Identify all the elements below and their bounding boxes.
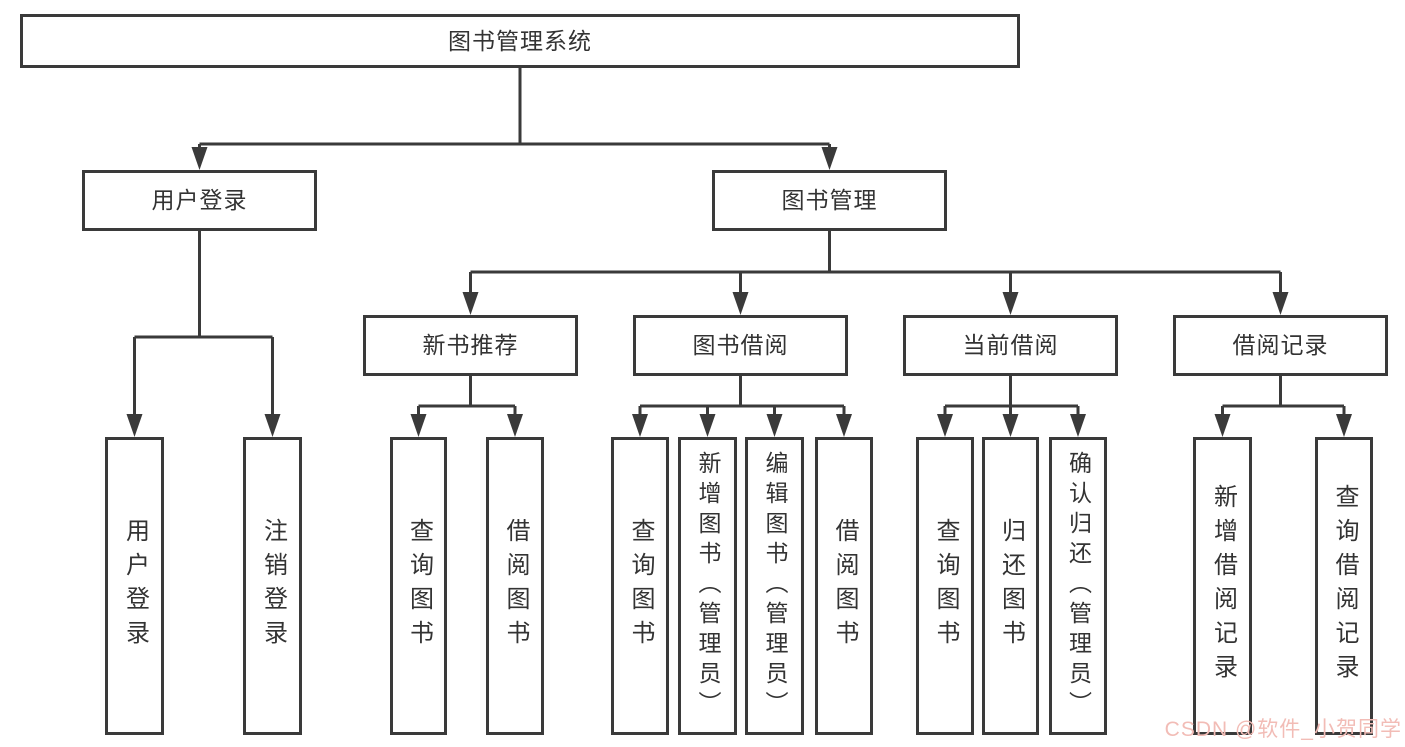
node-label: 归还图书	[997, 518, 1025, 654]
node-label: 新增图书（管理员）	[695, 451, 721, 721]
arrowhead-down-icon	[1214, 414, 1231, 437]
node-label: 注销登录	[259, 518, 287, 654]
node-label: 图书管理	[781, 187, 878, 213]
node-label: 查询图书	[405, 518, 433, 654]
leaf-logout-login: 注销登录	[243, 437, 302, 735]
arrowhead-down-icon	[507, 414, 523, 437]
leaf-add-books-admin: 新增图书（管理员）	[678, 437, 737, 735]
node-book-borrowing: 图书借阅	[633, 315, 848, 376]
arrowhead-down-icon	[1070, 414, 1086, 437]
node-new-book-recommendation: 新书推荐	[363, 315, 578, 376]
arrowhead-down-icon	[1272, 292, 1289, 315]
arrowhead-down-icon	[1002, 292, 1019, 315]
node-label: 查询图书	[627, 518, 654, 654]
arrowhead-down-icon	[732, 292, 749, 315]
connector-group	[1214, 376, 1352, 437]
node-book-management: 图书管理	[712, 170, 947, 231]
node-label: 借阅记录	[1232, 332, 1329, 358]
leaf-user-login: 用户登录	[105, 437, 164, 735]
leaf-query-books-borrowing: 查询图书	[611, 437, 669, 735]
node-label: 当前借阅	[962, 332, 1059, 358]
node-label: 查询借阅记录	[1331, 484, 1358, 688]
node-label: 用户登录	[151, 187, 248, 213]
arrowhead-down-icon	[1336, 414, 1352, 437]
connector-group	[632, 376, 852, 437]
leaf-confirm-return-admin: 确认归还（管理员）	[1049, 437, 1107, 735]
connector-group	[126, 231, 281, 437]
connector-group	[410, 376, 523, 437]
node-borrowing-records: 借阅记录	[1173, 315, 1388, 376]
node-label: 图书管理系统	[448, 27, 592, 54]
arrowhead-down-icon	[410, 414, 427, 437]
leaf-query-borrow-record: 查询借阅记录	[1315, 437, 1373, 735]
node-label: 确认归还（管理员）	[1065, 451, 1092, 721]
node-current-borrowing: 当前借阅	[903, 315, 1118, 376]
leaf-return-books: 归还图书	[982, 437, 1039, 735]
leaf-add-borrow-record: 新增借阅记录	[1193, 437, 1252, 735]
connector-group	[191, 68, 838, 170]
arrowhead-down-icon	[126, 414, 143, 437]
arrowhead-down-icon	[821, 147, 838, 170]
arrowhead-down-icon	[1002, 414, 1019, 437]
node-label: 新书推荐	[422, 332, 519, 358]
arrowhead-down-icon	[632, 414, 648, 437]
node-label: 用户登录	[121, 518, 149, 654]
node-root: 图书管理系统	[20, 14, 1020, 68]
node-label: 图书借阅	[692, 332, 789, 358]
csdn-watermark: CSDN @软件_小贺同学	[1164, 718, 1402, 741]
leaf-query-books-current: 查询图书	[916, 437, 974, 735]
leaf-edit-books-admin: 编辑图书（管理员）	[745, 437, 804, 735]
connector-group	[937, 376, 1086, 437]
node-label: 编辑图书（管理员）	[762, 451, 788, 721]
arrowhead-down-icon	[937, 414, 953, 437]
arrowhead-down-icon	[699, 414, 716, 437]
leaf-borrow-books-borrowing: 借阅图书	[815, 437, 873, 735]
node-label: 新增借阅记录	[1209, 484, 1237, 688]
node-label: 借阅图书	[502, 518, 529, 654]
arrowhead-down-icon	[264, 414, 281, 437]
arrowhead-down-icon	[191, 147, 208, 170]
connector-group	[462, 231, 1289, 315]
node-user-login: 用户登录	[82, 170, 317, 231]
arrowhead-down-icon	[766, 414, 783, 437]
leaf-borrow-books-recommend: 借阅图书	[486, 437, 544, 735]
arrowhead-down-icon	[462, 292, 479, 315]
leaf-query-books-recommend: 查询图书	[390, 437, 447, 735]
node-label: 借阅图书	[831, 518, 858, 654]
arrowhead-down-icon	[836, 414, 852, 437]
node-label: 查询图书	[932, 518, 959, 654]
